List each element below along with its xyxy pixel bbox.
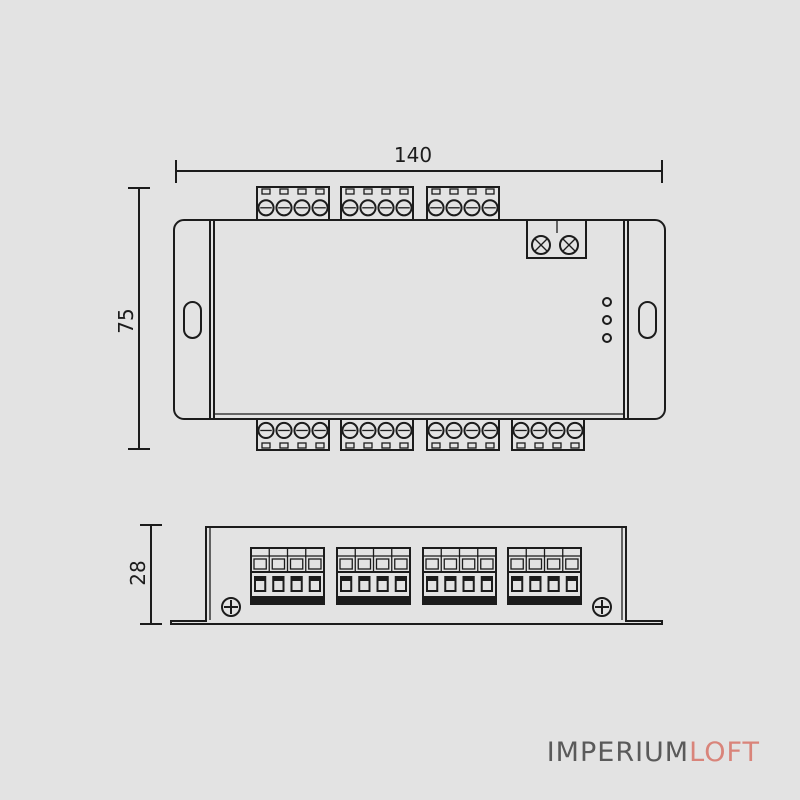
- led-indicator-icon: [602, 333, 612, 343]
- terminal-screw-icon: [257, 199, 275, 217]
- enclosure-outline: [173, 219, 666, 420]
- terminal-screw-icon: [377, 421, 395, 440]
- terminal-screw-icon: [445, 199, 463, 217]
- terminal-screw-icon: [293, 199, 311, 217]
- terminal-block-top-2: [340, 186, 414, 221]
- led-indicator-icon: [602, 297, 612, 307]
- depth-dimension-label: 28: [126, 560, 150, 585]
- terminal-screw-icon: [257, 421, 275, 440]
- terminal-block-bottom-4: [511, 418, 585, 451]
- terminal-block-side-4: [507, 547, 582, 605]
- mounting-slot-left: [183, 301, 202, 339]
- terminal-screw-icon: [311, 421, 329, 440]
- terminal-screw-icon: [427, 421, 445, 440]
- brand-part-1: IMPERIUM: [547, 737, 689, 768]
- depth-dimension: 28: [126, 524, 162, 625]
- terminal-screw-icon: [481, 421, 499, 440]
- terminal-block-top-1: [256, 186, 330, 221]
- brand-watermark: IMPERIUMLOFT: [547, 737, 760, 768]
- power-screw-icon: [531, 235, 551, 255]
- terminal-screw-icon: [359, 421, 377, 440]
- terminal-screw-icon: [377, 199, 395, 217]
- width-dimension: 140: [175, 143, 663, 183]
- terminal-screw-icon: [445, 421, 463, 440]
- mounting-slot-right: [638, 301, 657, 339]
- side-screw-left-icon: [221, 597, 241, 617]
- terminal-screw-icon: [359, 199, 377, 217]
- terminal-block-bottom-1: [256, 418, 330, 451]
- terminal-screw-icon: [341, 421, 359, 440]
- terminal-screw-icon: [566, 421, 584, 440]
- terminal-screw-icon: [293, 421, 311, 440]
- terminal-screw-icon: [530, 421, 548, 440]
- terminal-screw-icon: [275, 199, 293, 217]
- terminal-block-bottom-2: [340, 418, 414, 451]
- terminal-block-bottom-3: [426, 418, 500, 451]
- terminal-block-side-3: [422, 547, 497, 605]
- side-enclosure-outline: [170, 526, 663, 625]
- terminal-screw-icon: [463, 199, 481, 217]
- brand-part-2: LOFT: [689, 737, 760, 768]
- terminal-screw-icon: [395, 199, 413, 217]
- side-view: [170, 526, 663, 625]
- power-connector: [526, 219, 587, 259]
- terminal-block-side-1: [250, 547, 325, 605]
- terminal-screw-icon: [548, 421, 566, 440]
- height-dimension: 75: [114, 187, 150, 450]
- width-dimension-label: 140: [394, 143, 432, 167]
- terminal-block-side-2: [336, 547, 411, 605]
- power-screw-icon: [559, 235, 579, 255]
- terminal-screw-icon: [463, 421, 481, 440]
- terminal-screw-icon: [481, 199, 499, 217]
- top-view: [173, 186, 666, 451]
- terminal-screw-icon: [275, 421, 293, 440]
- led-indicator-icon: [602, 315, 612, 325]
- terminal-block-top-3: [426, 186, 500, 221]
- terminal-screw-icon: [512, 421, 530, 440]
- terminal-screw-icon: [427, 199, 445, 217]
- height-dimension-label: 75: [114, 308, 138, 333]
- terminal-screw-icon: [311, 199, 329, 217]
- terminal-screw-icon: [395, 421, 413, 440]
- terminal-screw-icon: [341, 199, 359, 217]
- side-screw-right-icon: [592, 597, 612, 617]
